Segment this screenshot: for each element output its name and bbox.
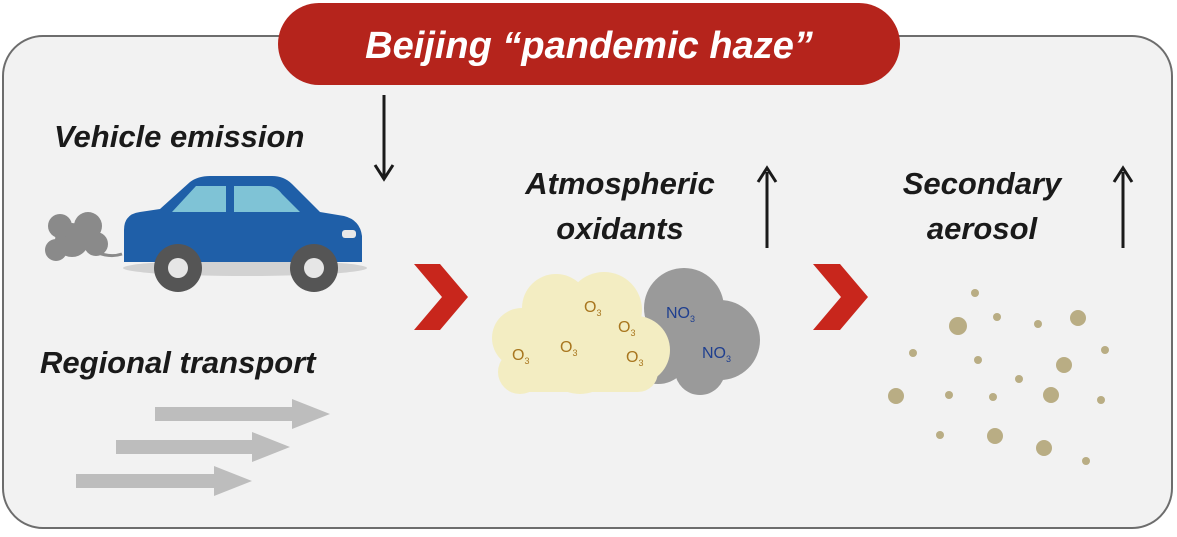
car-icon	[123, 176, 367, 292]
exhaust-cloud-icon	[45, 212, 123, 261]
aerosol-label-line2: aerosol	[927, 211, 1039, 246]
chevron-right-icon	[813, 264, 868, 330]
oxidants-label-line1: Atmospheric	[524, 166, 714, 201]
title-quoted: “pandemic haze”	[502, 25, 812, 67]
regional-transport-label: Regional transport	[40, 345, 317, 380]
ozone-label: O3	[584, 299, 601, 318]
nitrate-label: NO3	[702, 345, 731, 364]
title-pill	[278, 3, 900, 85]
aerosol-label-line1: Secondary	[903, 166, 1063, 201]
arrow-up-icon	[756, 165, 778, 248]
ozone-label: O3	[512, 347, 529, 366]
arrow-up-icon	[1112, 165, 1134, 248]
ozone-molecules: O3 O3 O3 O3 O3	[512, 299, 643, 368]
ozone-label: O3	[626, 349, 643, 368]
title-text: Beijing “pandemic haze”	[365, 25, 813, 67]
title-prefix: Beijing	[365, 25, 502, 67]
ozone-label: O3	[618, 319, 635, 338]
nitrate-label: NO3	[666, 305, 695, 324]
arrow-down-icon	[373, 95, 395, 182]
title-banner: Beijing “pandemic haze”	[278, 3, 900, 85]
ozone-label: O3	[560, 339, 577, 358]
aerosol-particles-icon	[888, 289, 1109, 465]
vehicle-emission-label: Vehicle emission	[54, 119, 304, 154]
transport-arrows-icon	[76, 399, 330, 496]
chevron-right-icon	[414, 264, 468, 330]
oxidants-label-line2: oxidants	[556, 211, 683, 246]
ozone-cloud-icon	[492, 272, 670, 394]
nitrate-molecules: NO3 NO3	[666, 305, 731, 364]
